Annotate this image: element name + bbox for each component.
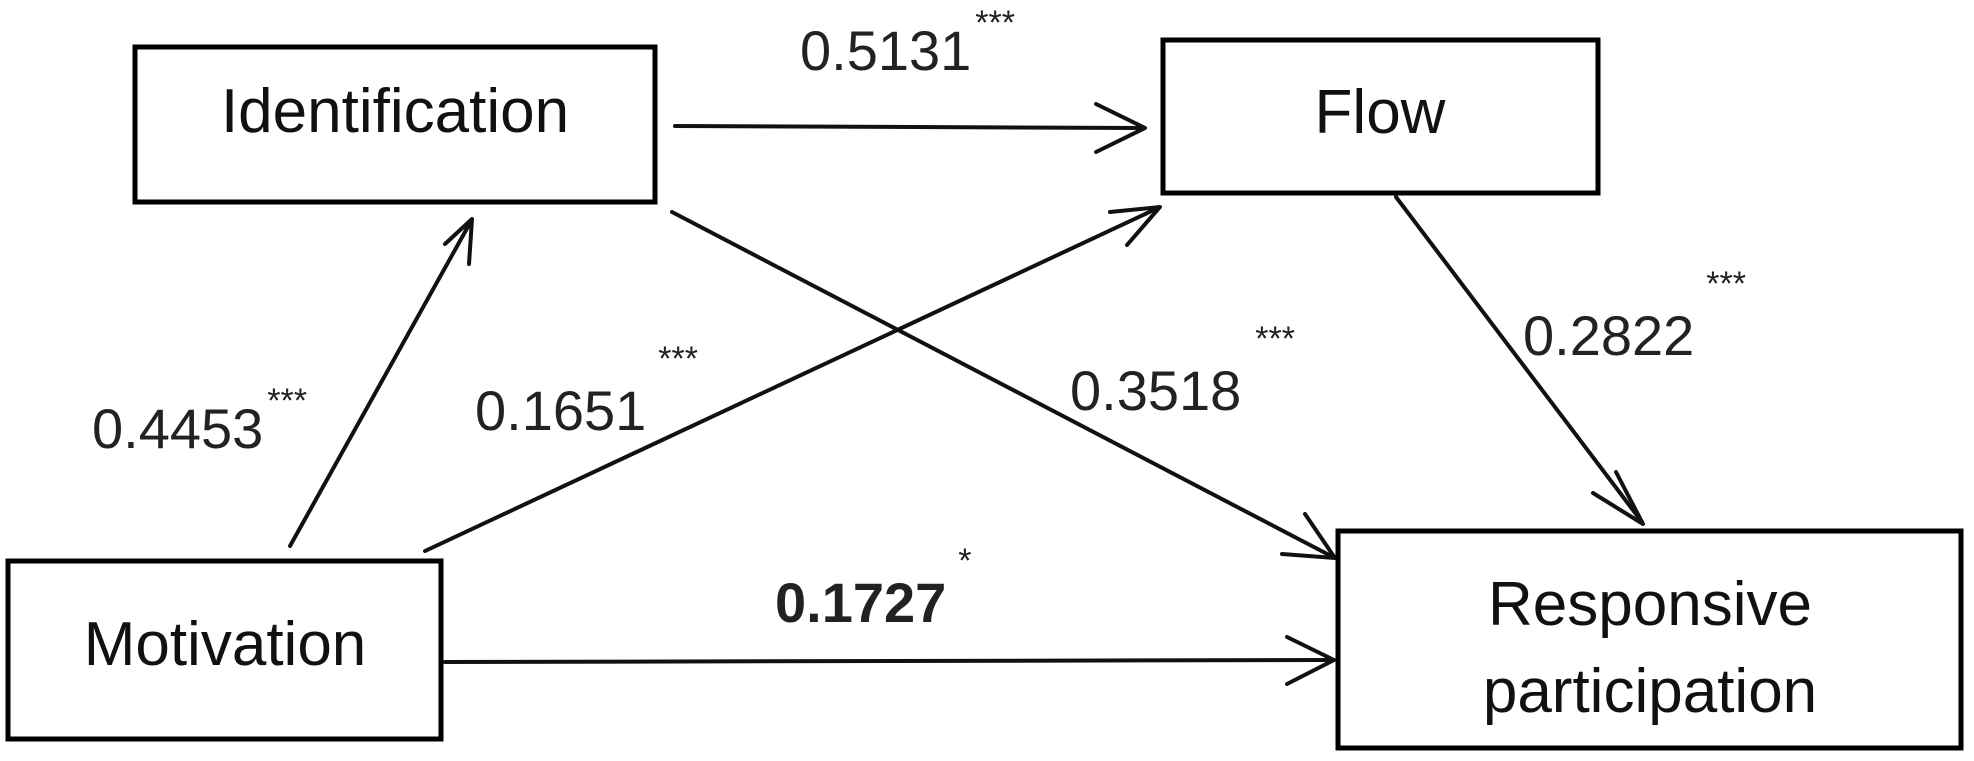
coef-value: 0.2822 [1523,304,1694,367]
label-flow: Flow [1315,78,1446,147]
node-responsive-participation: Responsive participation [1335,528,1964,751]
coef-motivation-to-flow: 0.1651 *** [475,340,698,442]
arrowhead-motivation-to-flow [1108,205,1162,247]
edge-motivation-to-flow [423,206,1160,553]
node-identification: Identification [132,44,658,205]
arrowhead-flow-to-responsive [1591,470,1645,526]
label-motivation: Motivation [84,610,367,679]
box-flow [1160,37,1601,196]
coefficients: 0.5131 *** 0.3518 *** 0.2822 *** 0.4453 … [92,4,1746,634]
coef-significance: *** [1706,265,1746,303]
coef-flow-to-responsive: 0.2822 *** [1523,265,1746,367]
edge-identification-to-flow [673,124,1142,130]
edges [288,102,1645,686]
box-motivation [5,558,444,742]
coef-motivation-to-identification: 0.4453 *** [92,382,307,460]
label-responsive-line2: participation [1483,657,1817,726]
coef-significance: *** [658,340,698,378]
edge-identification-to-responsive [670,210,1335,559]
coef-identification-to-flow: 0.5131 *** [800,4,1015,82]
node-flow: Flow [1160,37,1601,196]
coef-significance: *** [267,382,307,420]
box-identification [132,44,658,205]
arrowhead-identification-to-responsive [1280,512,1337,560]
arrowhead-identification-to-flow [1094,102,1147,154]
arrowhead-motivation-to-identification [443,217,474,266]
edge-motivation-to-identification [288,221,472,548]
coef-value: 0.5131 [800,19,971,82]
coef-significance: * [958,542,971,580]
coef-value: 0.1651 [475,379,646,442]
coef-identification-to-responsive: 0.3518 *** [1070,320,1295,422]
label-identification: Identification [221,77,569,146]
coef-value: 0.4453 [92,397,263,460]
coef-motivation-to-responsive: 0.1727 * [775,542,972,634]
arrowhead-motivation-to-responsive [1285,635,1336,686]
coef-value: 0.1727 [775,571,946,634]
edge-motivation-to-responsive [443,658,1332,664]
coef-significance: *** [975,4,1015,42]
coef-significance: *** [1255,320,1295,358]
edge-flow-to-responsive [1394,195,1644,524]
coef-value: 0.3518 [1070,359,1241,422]
node-motivation: Motivation [5,558,444,742]
label-responsive-line1: Responsive [1488,570,1812,639]
box-responsive-participation [1335,528,1964,751]
